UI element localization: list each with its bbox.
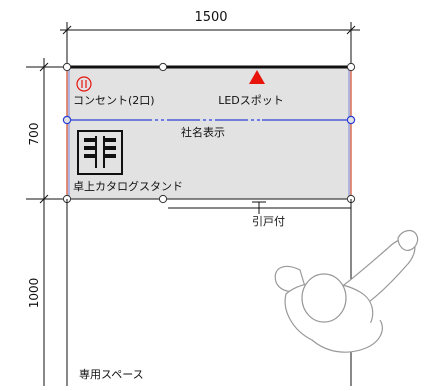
- width-label: 1500: [194, 10, 227, 25]
- catalog-stand-label: 卓上カタログスタンド: [73, 179, 183, 193]
- catalog-stand-icon: [77, 130, 123, 175]
- person-topview-icon: [274, 229, 419, 353]
- sliding-door: 引戸付: [168, 201, 351, 228]
- booth-counter: [62, 62, 356, 204]
- depth-dimension: 700 1000: [26, 58, 70, 386]
- sliding-door-label: 引戸付: [252, 214, 285, 228]
- led-spotlight: LEDスポット: [218, 70, 284, 107]
- depth-bottom-label: 1000: [27, 278, 41, 309]
- catalog-stand: 卓上カタログスタンド: [73, 130, 183, 193]
- outlet-label: コンセント(2口): [73, 94, 155, 107]
- spotlight-triangle-icon: [249, 70, 265, 84]
- outlet: コンセント(2口): [73, 76, 155, 107]
- outlet-icon: [76, 76, 92, 92]
- company-sign-label: 社名表示: [181, 125, 225, 139]
- dedicated-space: 専用スペース: [66, 199, 352, 386]
- company-sign: 社名表示: [62, 115, 356, 139]
- width-dimension: 1500: [60, 10, 360, 68]
- depth-top-label: 700: [27, 123, 41, 146]
- spotlight-label: LEDスポット: [218, 94, 284, 107]
- dedicated-space-label: 専用スペース: [79, 368, 144, 381]
